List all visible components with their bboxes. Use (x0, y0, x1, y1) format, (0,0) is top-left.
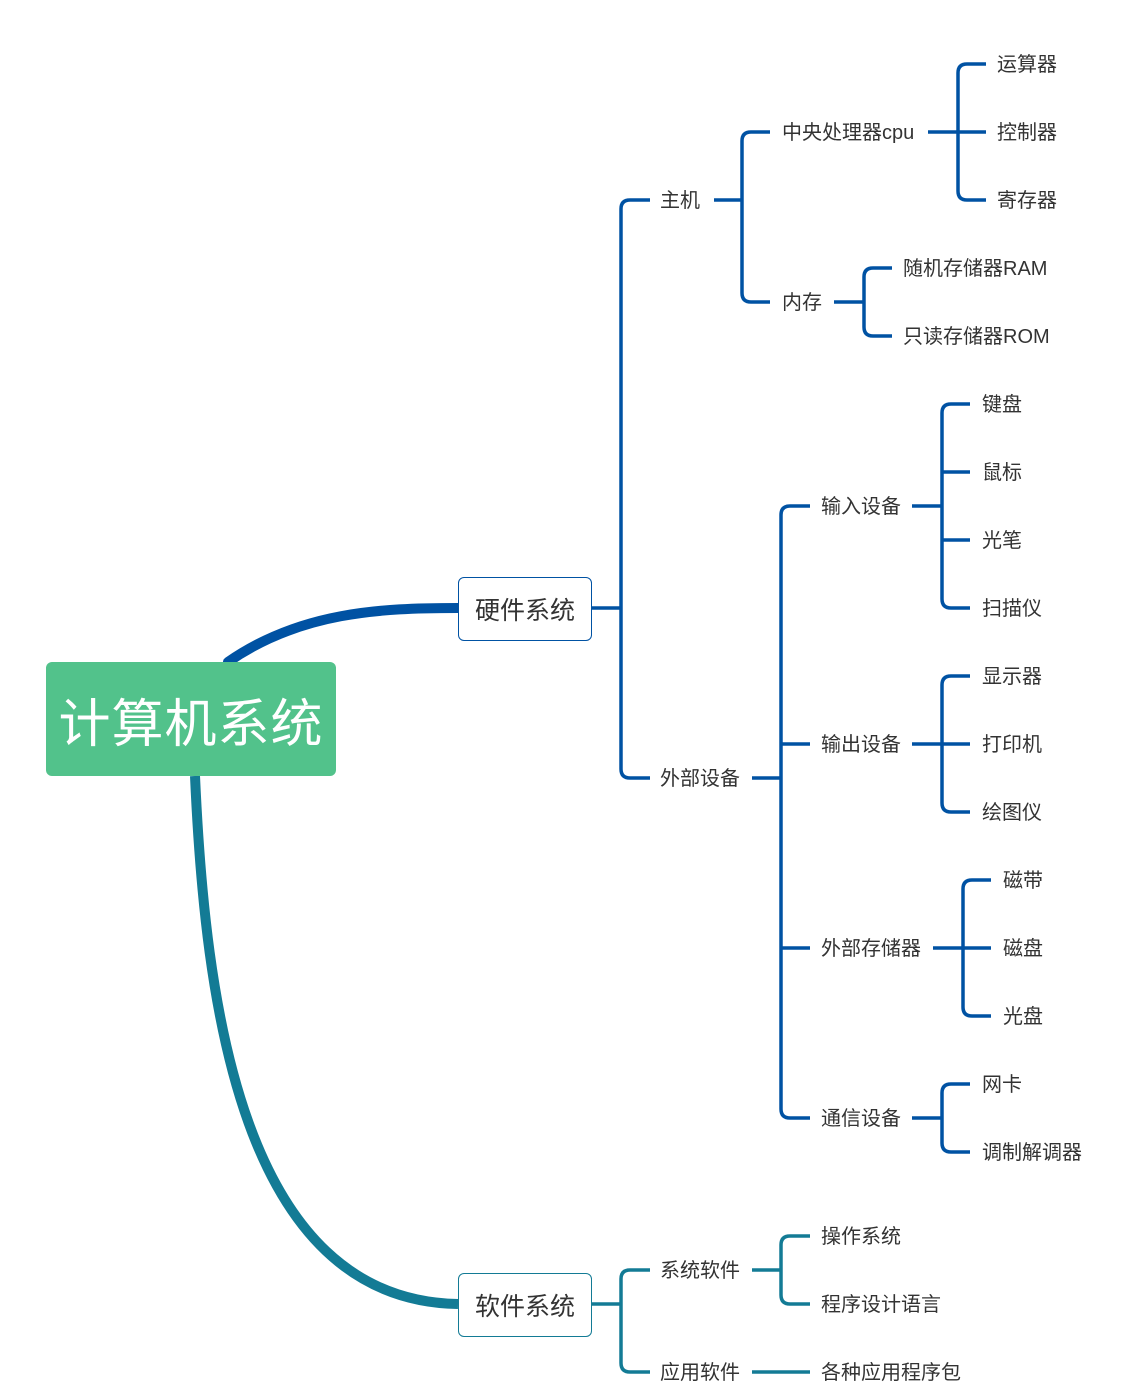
connector-host (714, 130, 770, 304)
comm-item[interactable]: 网卡 (982, 1074, 1022, 1096)
cpu-node[interactable]: 中央处理器cpu (782, 122, 915, 144)
storage-item[interactable]: 光盘 (1003, 1006, 1043, 1028)
hardware-node[interactable]: 硬件系统 (458, 577, 592, 641)
memory-item[interactable]: 只读存储器ROM (903, 326, 1050, 348)
cpu-item[interactable]: 控制器 (997, 122, 1057, 144)
external-devices-node[interactable]: 外部设备 (660, 768, 740, 790)
input-devices-node[interactable]: 输入设备 (821, 496, 901, 518)
system-software-item[interactable]: 操作系统 (821, 1226, 901, 1248)
software-node[interactable]: 软件系统 (458, 1273, 592, 1337)
comm-devices-node[interactable]: 通信设备 (821, 1108, 901, 1130)
application-software-item[interactable]: 各种应用程序包 (821, 1362, 961, 1384)
external-storage-node[interactable]: 外部存储器 (821, 938, 921, 960)
connector-root-hardware (223, 603, 463, 667)
connector-external (752, 504, 810, 1120)
output-item[interactable]: 打印机 (982, 734, 1042, 756)
comm-item[interactable]: 调制解调器 (982, 1142, 1082, 1164)
system-software-node[interactable]: 系统软件 (660, 1260, 740, 1282)
output-item[interactable]: 绘图仪 (982, 802, 1042, 824)
connector-memory (834, 266, 892, 338)
connector-storage (933, 878, 991, 1018)
hardware-label: 硬件系统 (474, 597, 575, 625)
software-label: 软件系统 (474, 1293, 575, 1321)
input-item[interactable]: 键盘 (982, 394, 1022, 416)
application-software-node[interactable]: 应用软件 (660, 1362, 740, 1384)
connector-software (592, 1268, 650, 1374)
connector-hardware (592, 198, 650, 780)
host-node[interactable]: 主机 (660, 190, 700, 212)
input-item[interactable]: 扫描仪 (982, 598, 1042, 620)
memory-item[interactable]: 随机存储器RAM (903, 258, 1048, 280)
system-software-item[interactable]: 程序设计语言 (821, 1294, 941, 1316)
root-label: 计算机系统 (58, 695, 324, 754)
connector-cpu (928, 62, 986, 202)
connector-input (912, 402, 970, 610)
cpu-item[interactable]: 寄存器 (997, 190, 1057, 212)
input-item[interactable]: 鼠标 (982, 462, 1022, 484)
output-devices-node[interactable]: 输出设备 (821, 734, 901, 756)
connector-output (912, 674, 970, 814)
cpu-item[interactable]: 运算器 (997, 54, 1057, 76)
input-item[interactable]: 光笔 (982, 530, 1022, 552)
root-node[interactable]: 计算机系统 (46, 662, 336, 776)
storage-item[interactable]: 磁盘 (1003, 938, 1043, 960)
output-item[interactable]: 显示器 (982, 666, 1042, 688)
connector-comm (912, 1082, 970, 1154)
connector-system (752, 1234, 810, 1306)
connector-root-software (190, 775, 459, 1309)
memory-node[interactable]: 内存 (782, 292, 822, 314)
storage-item[interactable]: 磁带 (1003, 870, 1043, 892)
